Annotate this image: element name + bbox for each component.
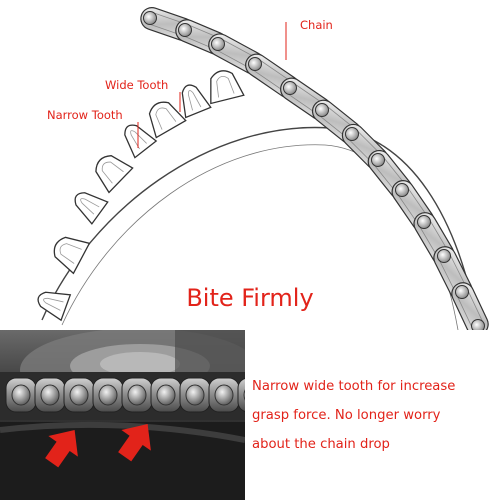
narrow-tooth bbox=[124, 124, 158, 159]
photo-roller bbox=[98, 384, 118, 406]
chain-pin bbox=[471, 319, 485, 330]
description-line: about the chain drop bbox=[252, 437, 390, 452]
chain-pin bbox=[178, 23, 192, 37]
chain-pin bbox=[211, 37, 225, 51]
description-line: Narrow wide tooth for increase bbox=[252, 379, 456, 394]
chain-pin bbox=[455, 285, 469, 299]
chain-pin bbox=[371, 153, 385, 167]
chain-pin bbox=[437, 249, 451, 263]
photo-roller bbox=[69, 384, 89, 406]
red-up-arrow-icon bbox=[45, 429, 78, 468]
chainring-chain-illustration bbox=[37, 7, 489, 330]
photo-roller bbox=[127, 384, 147, 406]
chain-pin bbox=[315, 103, 329, 117]
photo-roller bbox=[40, 384, 60, 406]
wide-tooth bbox=[53, 236, 91, 275]
chain-pin bbox=[283, 81, 297, 95]
chain-pin bbox=[248, 57, 262, 71]
wide-tooth bbox=[148, 101, 187, 139]
narrow-tooth bbox=[181, 84, 212, 119]
headline: Bite Firmly bbox=[186, 284, 314, 312]
chain-closeup-photo bbox=[0, 330, 245, 500]
narrow-tooth bbox=[74, 192, 109, 225]
chain-callout-label: Chain bbox=[300, 18, 333, 32]
narrow-tooth-callout-label: Narrow Tooth bbox=[47, 108, 123, 122]
chainring-teeth bbox=[37, 70, 245, 322]
chain-pin bbox=[417, 215, 431, 229]
wide-tooth bbox=[210, 70, 245, 105]
chain-pin bbox=[345, 127, 359, 141]
photo-drawing bbox=[0, 330, 245, 500]
description-text: Narrow wide tooth for increase grasp for… bbox=[252, 372, 498, 459]
photo-roller bbox=[214, 384, 234, 406]
wide-tooth bbox=[95, 155, 134, 194]
bicycle-chain bbox=[140, 7, 489, 330]
photo-roller bbox=[185, 384, 205, 406]
wide-tooth-callout-label: Wide Tooth bbox=[105, 78, 169, 92]
photo-roller bbox=[11, 384, 31, 406]
chain-pin bbox=[143, 11, 157, 25]
photo-link-plate bbox=[237, 377, 245, 413]
photo-roller bbox=[156, 384, 176, 406]
narrow-tooth bbox=[37, 291, 72, 322]
photo-roller bbox=[243, 389, 245, 401]
red-up-arrow-icon bbox=[118, 423, 151, 462]
photo-chain-links bbox=[5, 377, 245, 413]
chain-pin bbox=[395, 183, 409, 197]
description-line: grasp force. No longer worry bbox=[252, 408, 441, 423]
